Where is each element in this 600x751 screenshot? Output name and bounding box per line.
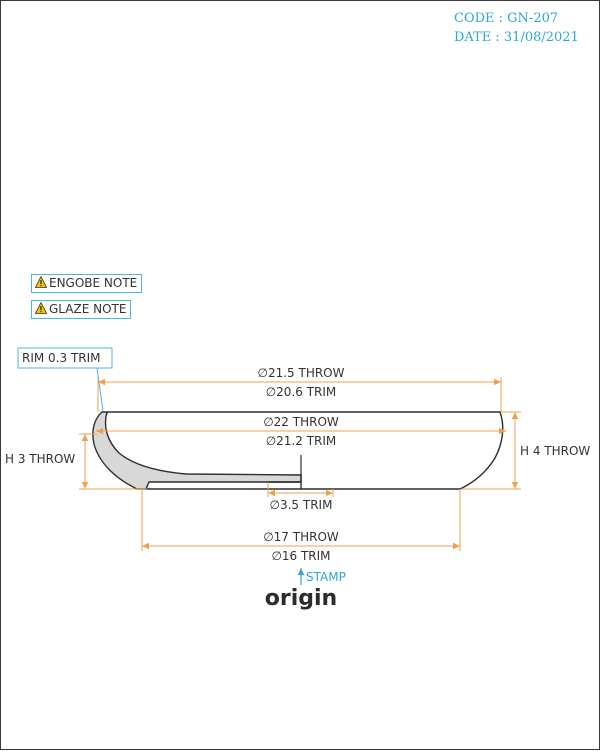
left-height-label: H 3 THROW <box>5 452 75 466</box>
mid-throw-label: ∅22 THROW <box>263 415 339 429</box>
code-label: CODE : GN-207 <box>454 11 559 26</box>
top-throw-label: ∅21.5 THROW <box>258 366 345 380</box>
base-trim-label: ∅16 TRIM <box>271 549 330 563</box>
glaze-note[interactable]: GLAZE NOTE <box>31 300 132 319</box>
engobe-note[interactable]: ENGOBE NOTE <box>31 274 143 293</box>
base-throw-label: ∅17 THROW <box>263 530 339 544</box>
mid-trim-label: ∅21.2 TRIM <box>266 434 337 448</box>
title-block: CODE : GN-207 DATE : 31/08/2021 <box>454 9 579 47</box>
warning-icon <box>35 276 47 288</box>
bowl-outline-right <box>107 411 504 490</box>
glaze-note-label: GLAZE NOTE <box>49 302 127 316</box>
engobe-note-label: ENGOBE NOTE <box>49 276 138 290</box>
date-label: DATE : 31/08/2021 <box>454 30 579 45</box>
foot-inner-trim-label: ∅3.5 TRIM <box>270 498 333 512</box>
origin-logo: origin <box>265 586 337 611</box>
warning-icon <box>35 302 47 314</box>
rim-leader-line <box>96 367 104 412</box>
rim-callout-label: RIM 0.3 TRIM <box>22 351 101 365</box>
top-trim-label: ∅20.6 TRIM <box>266 385 337 399</box>
rim-callout-box <box>17 347 113 369</box>
stamp-label: STAMP <box>306 570 346 584</box>
right-height-label: H 4 THROW <box>520 444 590 458</box>
